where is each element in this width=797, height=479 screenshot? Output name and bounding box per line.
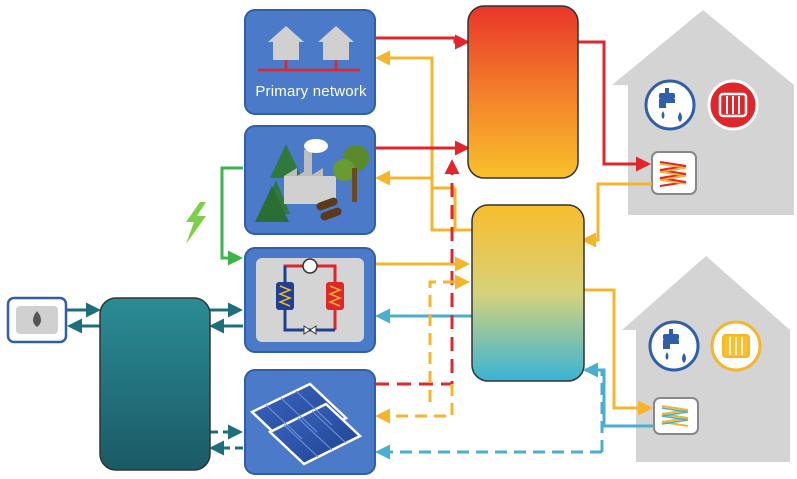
biomass-plant-node [244,125,376,235]
pipes [66,34,654,460]
heat-pump-icon [256,258,364,342]
pipe-house2-return [583,362,654,428]
pipe-return-biomass [375,170,452,232]
primary-network-node [244,9,376,115]
pipe-hot-tank-to-house1 [578,40,651,172]
lightning-icon [186,202,206,244]
low-temperature-storage [471,204,585,382]
solar-collectors-node [244,369,376,475]
pipe-return-primary [375,50,455,190]
tap-icon [648,320,700,372]
pipe-low-tank-to-house2 [584,288,653,416]
pipe-solar-to-low-tank [428,274,470,402]
pipe-solar-return-yellow [375,384,454,424]
primary-network-label: Primary network [255,83,367,100]
pipe-house1-return [581,182,652,248]
solar-panel-icon [249,382,363,466]
seasonal-storage [99,297,211,471]
high-temperature-storage [467,5,579,179]
house-low-temperature [622,256,790,462]
heat-exchanger-icon [651,151,697,195]
radiator-icon [707,79,759,131]
heat-exchanger-icon [653,397,699,435]
heat-pump-node [244,247,376,353]
house-high-temperature [612,10,794,215]
tap-icon [644,79,696,131]
factory-trees-icon [255,139,369,222]
pipe-solar-to-hot-tank [375,159,460,386]
pipe-primary-to-hot-tank [375,34,470,50]
radiator-icon [710,320,762,372]
pipe-hot-to-low-tank [453,188,472,232]
houses-icon [258,26,360,72]
ground-source [6,296,68,344]
water-drop-icon [33,311,41,327]
electric-line [220,166,243,266]
